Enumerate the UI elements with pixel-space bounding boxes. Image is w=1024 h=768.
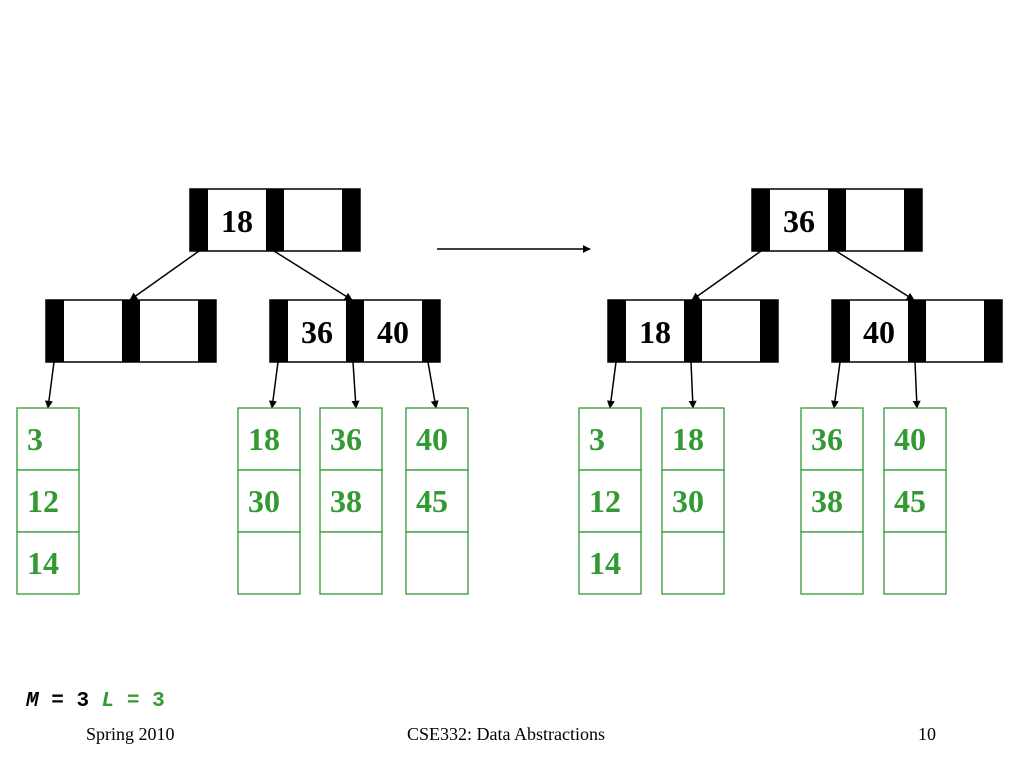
leaf-value: 36	[811, 421, 843, 457]
before-edge-leaf-3	[351, 361, 360, 409]
leaf-cell	[319, 407, 383, 471]
pointer-bar	[422, 300, 440, 362]
leaf-cell	[883, 531, 947, 595]
leaf-value: 38	[330, 483, 362, 519]
leaf-value: 30	[672, 483, 704, 519]
pointer-bar	[270, 300, 288, 362]
leaf-value: 45	[894, 483, 926, 519]
leaf-value: 3	[27, 421, 43, 457]
leaf-value: 12	[27, 483, 59, 519]
leaf-cell	[661, 531, 725, 595]
leaf-cell	[237, 407, 301, 471]
node-key: 36	[783, 203, 815, 239]
leaf-cell	[405, 469, 469, 533]
leaf-value: 18	[248, 421, 280, 457]
after-edge-leaf-2	[688, 361, 697, 409]
after-edge-leaf-4	[912, 361, 921, 409]
node-key: 40	[863, 314, 895, 350]
pointer-bar	[908, 300, 926, 362]
pointer-bar	[198, 300, 216, 362]
after-edge-leaf-1	[606, 361, 617, 409]
pointer-bar	[346, 300, 364, 362]
leaf-value: 45	[416, 483, 448, 519]
leaf-value: 38	[811, 483, 843, 519]
before-leaf-3: 36 38	[319, 407, 383, 595]
pointer-bar	[904, 189, 922, 251]
footer-course: CSE332: Data Abstractions	[407, 724, 605, 744]
leaf-cell	[16, 531, 80, 595]
pointer-bar	[46, 300, 64, 362]
before-edge-root-right	[273, 250, 353, 301]
footer-date: Spring 2010	[86, 724, 175, 744]
leaf-value: 36	[330, 421, 362, 457]
leaf-cell	[405, 531, 469, 595]
after-root-node: 36	[751, 188, 923, 252]
leaf-cell	[405, 407, 469, 471]
pointer-bar	[984, 300, 1002, 362]
node-key: 18	[221, 203, 253, 239]
leaf-cell	[883, 469, 947, 533]
after-edge-root-right	[835, 250, 915, 301]
after-edge-leaf-3	[830, 361, 841, 409]
leaf-cell	[237, 531, 301, 595]
node-key: 36	[301, 314, 333, 350]
pointer-bar	[828, 189, 846, 251]
leaf-cell	[800, 531, 864, 595]
leaf-value: 30	[248, 483, 280, 519]
pointer-bar	[608, 300, 626, 362]
before-root-node: 18	[189, 188, 361, 252]
pointer-bar	[190, 189, 208, 251]
pointer-bar	[342, 189, 360, 251]
after-leaf-3: 36 38	[800, 407, 864, 595]
pointer-bar	[760, 300, 778, 362]
leaf-value: 40	[416, 421, 448, 457]
footer-page-number: 10	[918, 724, 936, 744]
after-internal-node-1: 18	[607, 299, 779, 363]
leaf-cell	[237, 469, 301, 533]
before-edge-root-left	[129, 250, 200, 301]
before-internal-node-1	[45, 299, 217, 363]
before-leaf-1: 3 12 14	[16, 407, 80, 595]
before-internal-node-2: 36 40	[269, 299, 441, 363]
after-leaf-1: 3 12 14	[578, 407, 642, 595]
before-edge-leaf-2	[268, 361, 279, 409]
leaf-value: 14	[589, 545, 621, 581]
leaf-cell	[661, 407, 725, 471]
leaf-value: 3	[589, 421, 605, 457]
pointer-bar	[752, 189, 770, 251]
leaf-cell	[578, 531, 642, 595]
pointer-bar	[684, 300, 702, 362]
before-edge-leaf-4	[427, 361, 439, 409]
param-l: L = 3	[101, 690, 165, 713]
before-leaf-4: 40 45	[405, 407, 469, 595]
after-edge-root-left	[691, 250, 762, 301]
node-key: 18	[639, 314, 671, 350]
leaf-cell	[16, 407, 80, 471]
leaf-value: 12	[589, 483, 621, 519]
leaf-value: 18	[672, 421, 704, 457]
leaf-cell	[319, 531, 383, 595]
after-internal-node-2: 40	[831, 299, 1003, 363]
leaf-cell	[800, 469, 864, 533]
leaf-value: 40	[894, 421, 926, 457]
after-leaf-4: 40 45	[883, 407, 947, 595]
param-m: M = 3	[26, 690, 90, 713]
pointer-bar	[266, 189, 284, 251]
leaf-cell	[319, 469, 383, 533]
pointer-bar	[122, 300, 140, 362]
before-edge-left-leaf	[44, 361, 55, 409]
node-key: 40	[377, 314, 409, 350]
pointer-bar	[832, 300, 850, 362]
leaf-cell	[16, 469, 80, 533]
tree-parameters: M = 3 L = 3	[26, 690, 165, 713]
leaf-value: 14	[27, 545, 59, 581]
